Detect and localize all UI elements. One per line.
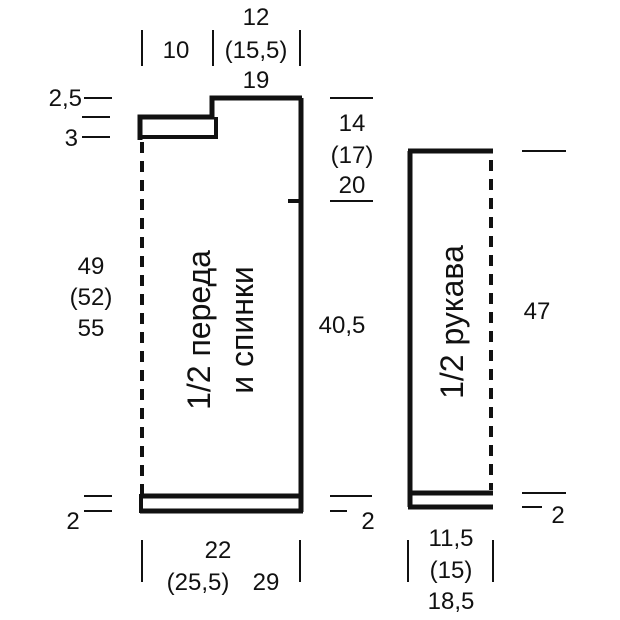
body-left-offset-2: 3 <box>65 125 78 152</box>
body-armhole-height-1: 14 <box>339 110 366 137</box>
sleeve-label: 1/2 рукава <box>434 245 470 399</box>
body-bottom-width-2: (25,5) <box>167 569 230 596</box>
body-side-height: 40,5 <box>319 312 366 339</box>
sleeve-bottom-width-1: 11,5 <box>429 525 474 552</box>
body-hem-left: 2 <box>66 508 79 535</box>
body-left-offset-1: 2,5 <box>49 85 82 112</box>
body-top-right-width-2: (15,5) <box>225 37 288 64</box>
body-bottom-width-1: 22 <box>205 537 232 564</box>
body-total-height-2: (52) <box>70 284 113 311</box>
sleeve-bottom-width-3: 18,5 <box>428 588 475 615</box>
body-top-left-width: 10 <box>163 37 190 64</box>
sleeve-bottom-width-2: (15) <box>430 557 473 584</box>
body-label-line1: 1/2 переда <box>181 250 217 410</box>
sleeve-dimension-labels: 47 2 11,5 (15) 18,5 <box>428 298 565 615</box>
body-armhole-height-3: 20 <box>339 172 366 199</box>
body-shoulder-outline <box>137 95 302 140</box>
sleeve-height: 47 <box>524 298 551 325</box>
body-top-right-width-3: 19 <box>243 67 270 94</box>
body-total-height-3: 55 <box>78 315 105 342</box>
body-label-line2: и спинки <box>224 266 260 394</box>
body-hem-right: 2 <box>361 508 374 535</box>
body-bottom-width-3: 29 <box>253 569 280 596</box>
body-piece: 1/2 переда и спинки <box>137 95 304 514</box>
body-dimension-marks <box>82 30 373 582</box>
body-top-right-width-1: 12 <box>243 4 270 31</box>
body-armhole-height-2: (17) <box>331 142 374 169</box>
body-total-height-1: 49 <box>78 253 105 280</box>
sleeve-dimension-marks <box>407 150 566 582</box>
body-shoulder-inner <box>140 117 218 139</box>
sleeve-piece: 1/2 рукава <box>407 148 493 510</box>
sleeve-hem: 2 <box>551 502 564 529</box>
body-dimension-labels: 10 12 (15,5) 19 2,5 3 14 (17) 20 49 (52)… <box>49 4 375 596</box>
